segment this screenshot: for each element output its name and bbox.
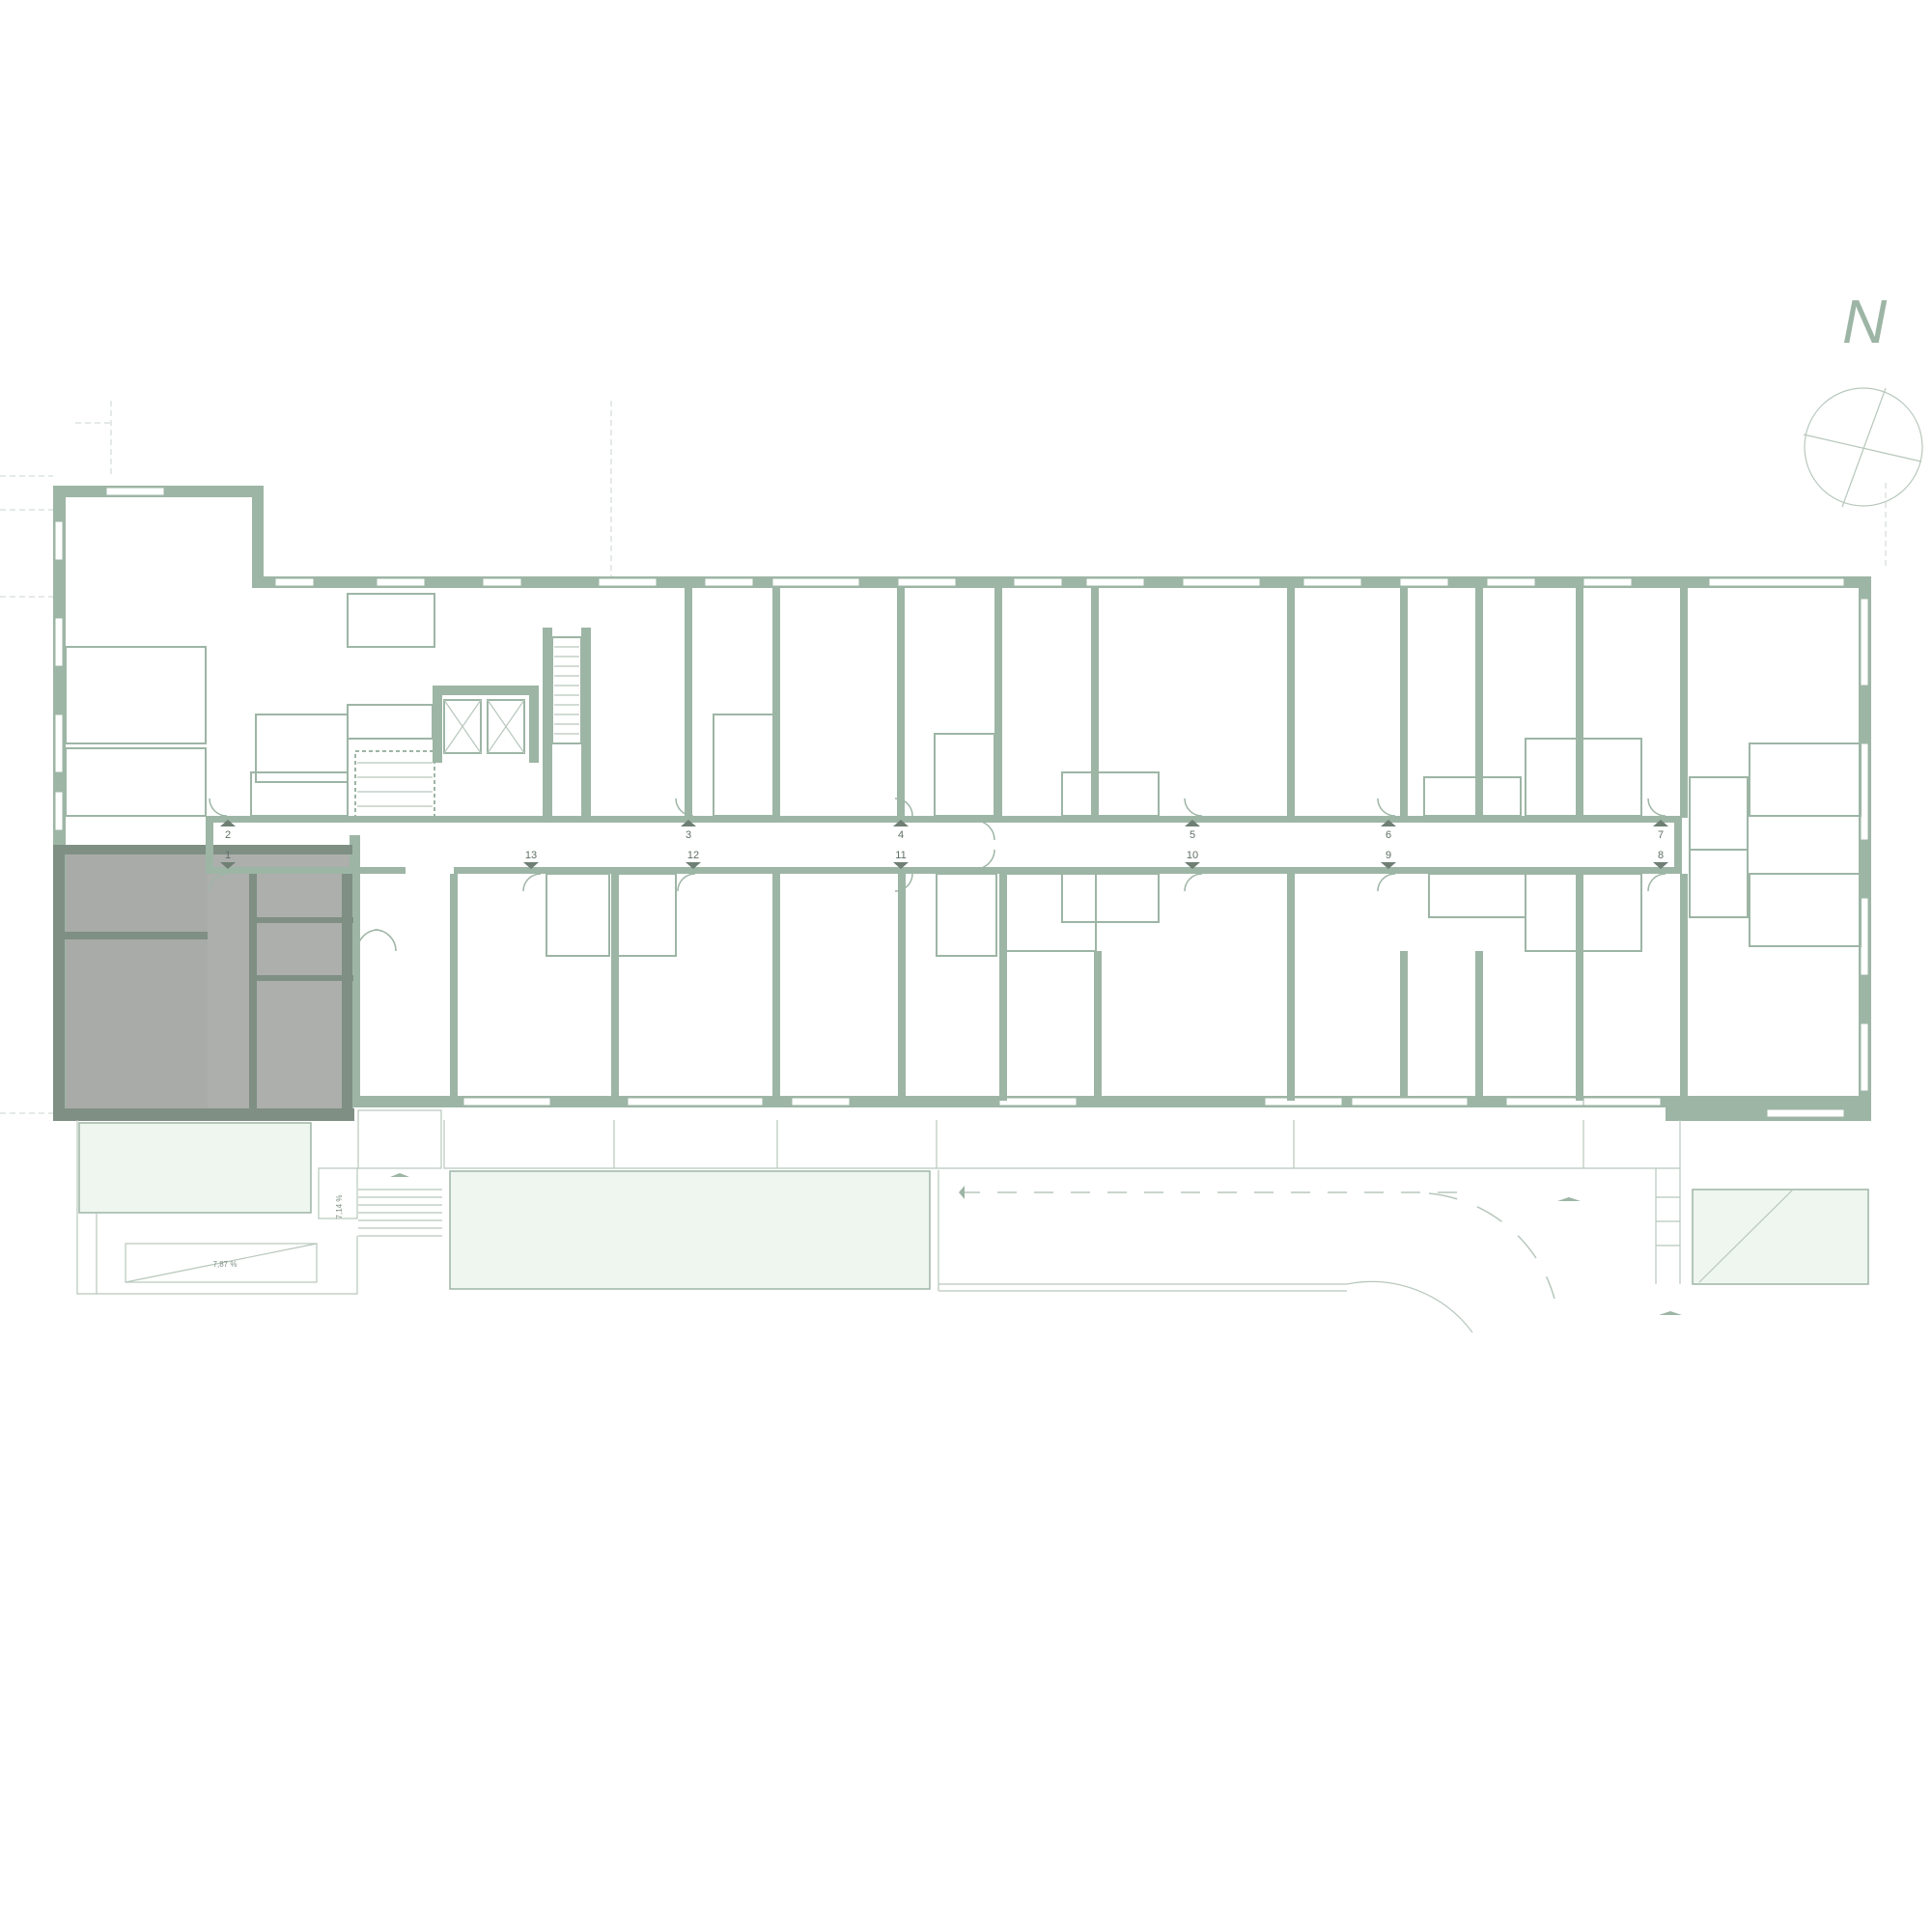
entrance-arrow-icon [1653,820,1668,826]
site-lines [0,401,1887,1114]
entrance-arrow-icon [1185,862,1200,869]
entrance-number: 10 [1187,850,1198,861]
entrance-arrow-icon [1381,862,1396,869]
entrance-arrow-icon [1381,820,1396,826]
entrance-arrow-icon [220,820,236,826]
entrance-arrow-icon [1185,820,1200,826]
entrance-number: 8 [1658,850,1664,861]
corridor [206,816,1682,874]
site: 7,87 % 7,14 % [76,1109,1869,1333]
entrance-arrow-icon [1653,862,1668,869]
entrance-number: 9 [1386,850,1391,861]
entrance-number: 5 [1190,829,1195,841]
partitions-south [450,849,1862,1101]
entrance-number: 12 [687,850,699,861]
west-wing-rooms [65,646,349,817]
windows [54,487,1869,1118]
entrance-number: 2 [225,829,231,841]
entrance-arrow-icon [686,862,701,869]
entrance-number: 1 [225,850,231,861]
entry-steps [358,1189,442,1237]
entrance-number: 11 [895,850,906,861]
compass-circle-icon [1804,387,1923,507]
entrance-arrow-icon [681,820,696,826]
entrance-arrow-icon [220,862,236,869]
garden-south [449,1170,931,1290]
doors [209,798,1666,952]
entrance-arrow-icon [893,862,909,869]
highlighted-unit[interactable] [54,845,353,1120]
highlighted-unit-walls [53,874,353,1115]
entrance-markers: 2 3 4 5 6 7 1 13 12 11 10 9 8 [220,820,1668,869]
ramp-slope-label: 7,87 % [213,1260,238,1269]
compass: N [1803,287,1923,508]
entrance-arrow-icon [523,862,539,869]
entrance-arrow-icon [893,820,909,826]
ramp-west [125,1243,318,1283]
core [354,628,591,822]
garden-east [1692,1189,1869,1285]
north-label: N [1842,287,1888,356]
entrance-number: 4 [898,829,904,841]
entrance-number: 7 [1658,829,1664,841]
garden-west [78,1122,312,1214]
partitions-north [255,586,1862,851]
entrance-number: 13 [525,850,537,861]
entrance-number: 6 [1386,829,1391,841]
ramp-slope-label-vertical: 7,14 % [335,1195,344,1219]
entrance-number: 3 [686,829,691,841]
